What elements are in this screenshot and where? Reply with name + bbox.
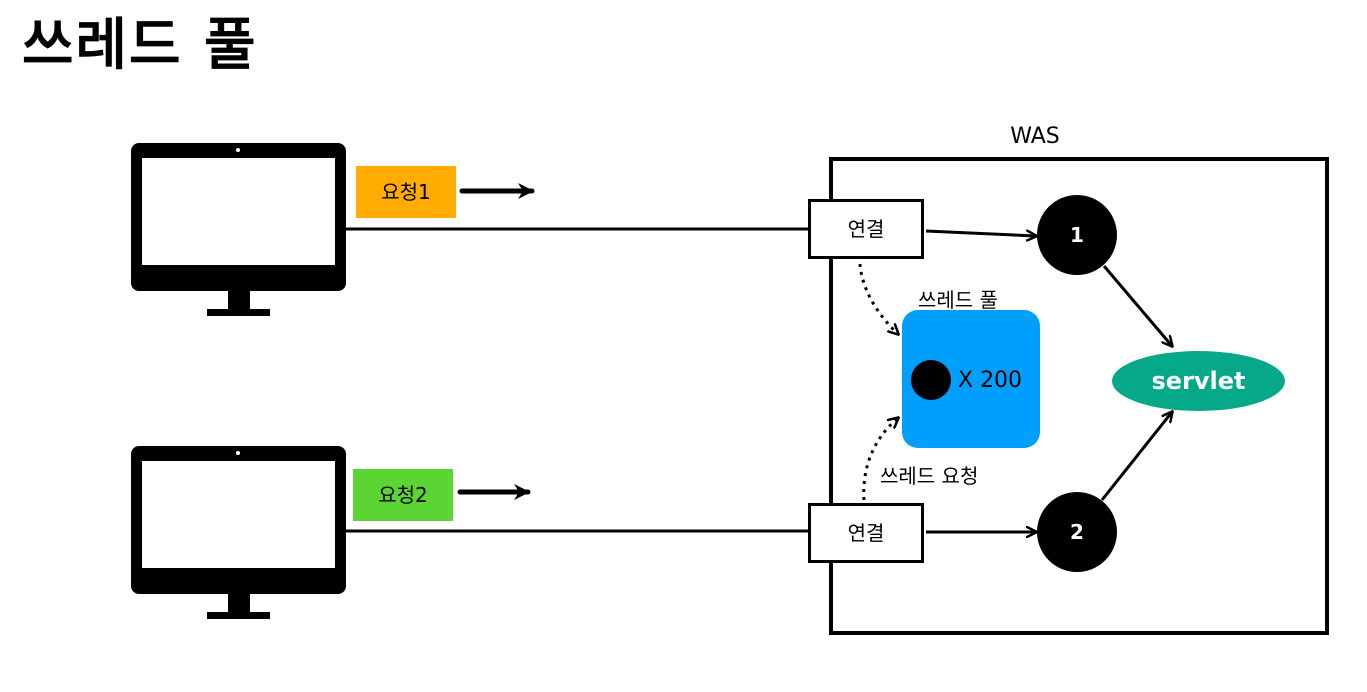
connection-2-to-pool-dotted-arrow [862,418,898,501]
request-1-tag: 요청1 [356,166,456,218]
connection-1-to-pool-dotted-arrow [858,263,898,334]
client-monitor-1-icon [131,143,346,316]
thread-1-circle: 1 [1037,195,1117,275]
thread-2-to-servlet-arrow [1100,412,1172,501]
page-title: 쓰레드 풀 [22,13,258,78]
servlet-ellipse: servlet [1112,351,1285,411]
was-label: WAS [1010,124,1060,149]
thread-pool-box: X 200 [902,310,1040,448]
thread-dot-icon [911,360,951,400]
request-2-tag: 요청2 [353,469,453,521]
connection-1-to-thread-1-arrow [925,229,1036,236]
thread-1-to-servlet-arrow [1102,265,1172,346]
connection-1-box: 연결 [808,199,924,259]
thread-request-label: 쓰레드 요청 [880,464,979,488]
thread-pool-count: X 200 [958,368,1023,393]
client-monitor-2-icon [131,446,346,619]
was-container [829,157,1329,635]
thread-pool-label: 쓰레드 풀 [918,288,998,312]
connection-2-box: 연결 [808,503,924,563]
thread-2-circle: 2 [1037,492,1117,572]
